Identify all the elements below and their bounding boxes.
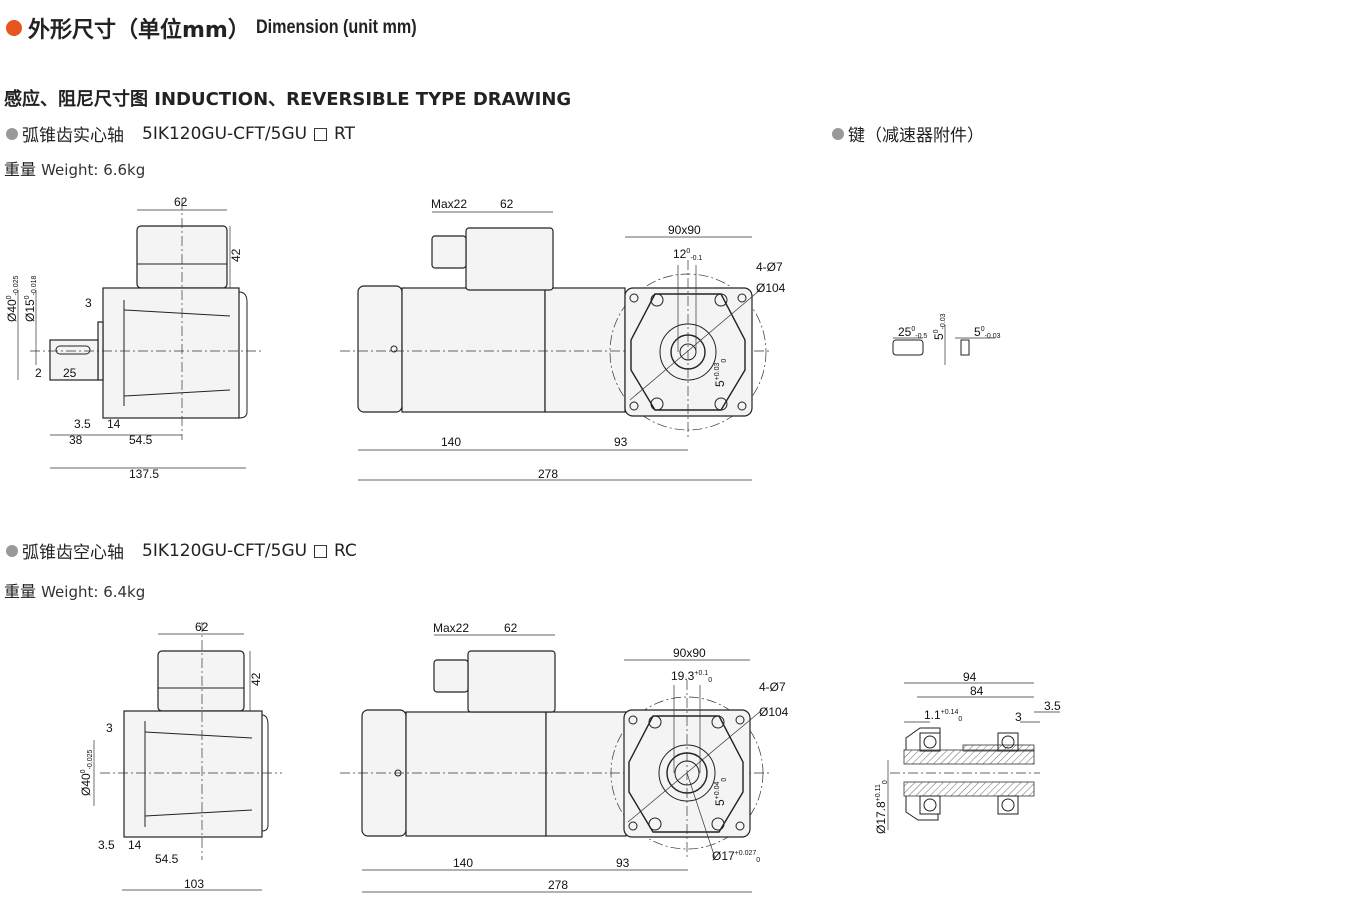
hollow-shaft-model: 5IK120GU-CFT/5GU □ RC: [142, 540, 357, 561]
dim-4-d7: 4-Ø7: [759, 680, 786, 694]
orange-bullet-icon: [6, 20, 22, 36]
dim-d40: Ø400-0.025: [5, 275, 20, 322]
solid-middle-view: Max22 62 140 93 278: [340, 197, 770, 481]
hollow-shaft-name: 弧锥齿空心轴: [22, 543, 124, 563]
dim-25: 25: [63, 366, 77, 380]
dim-max22: Max22: [431, 197, 467, 211]
dim-1-1: 1.1+0.140: [924, 708, 962, 723]
dim-d15: Ø150-0.018: [23, 275, 38, 322]
dim-90x90: 90x90: [668, 223, 701, 237]
title-cn: 外形尺寸（单位mm）: [28, 18, 250, 43]
key-drawing: 250-0.5 50-0.03 50-0.03: [892, 313, 1001, 365]
dim-93: 93: [616, 856, 630, 870]
page-title: 外形尺寸（单位mm） Dimension (unit mm): [6, 12, 445, 44]
gray-bullet-icon: [6, 544, 18, 557]
key-dim-w5: 50-0.03: [974, 325, 1001, 340]
hollow-side-view: 62 42 3 Ø400-0.025 3.5 14 54.5 103: [79, 620, 282, 891]
dim-38: 38: [69, 433, 83, 447]
dim-3-5: 3.5: [74, 417, 91, 431]
solid-front-view: 90x90 120-0.1 4-Ø7 Ø104 5+0.030: [609, 223, 786, 440]
dim-5: 5+0.040: [713, 778, 728, 806]
dim-140: 140: [441, 435, 461, 449]
dim-19-3: 19.3+0.10: [671, 669, 712, 684]
dim-62: 62: [504, 621, 518, 635]
dim-278: 278: [548, 878, 568, 892]
dim-4-d7: 4-Ø7: [756, 260, 783, 274]
hollow-weight: 重量 Weight: 6.4kg: [4, 578, 145, 602]
dim-84: 84: [970, 684, 984, 698]
dim-3: 3: [106, 721, 113, 735]
key-title: 键（减速器附件）: [848, 126, 984, 146]
hollow-shaft-heading: 弧锥齿空心轴 5IK120GU-CFT/5GU □ RC: [6, 538, 357, 563]
dim-3-5: 3.5: [98, 838, 115, 852]
dim-62: 62: [174, 195, 188, 209]
dim-137-5: 137.5: [129, 467, 159, 481]
dim-93: 93: [614, 435, 628, 449]
dim-d104: Ø104: [759, 705, 789, 719]
dim-3-5: 3.5: [1044, 699, 1061, 713]
hollow-front-view: 90x90 19.3+0.10 4-Ø7 Ø104 5+0.040 Ø17+0.…: [610, 646, 789, 864]
dim-54-5: 54.5: [129, 433, 153, 447]
dim-3: 3: [1015, 710, 1022, 724]
dim-54-5: 54.5: [155, 852, 179, 866]
weight-label: 重量: [4, 160, 37, 179]
title-en: Dimension (unit mm): [255, 17, 417, 38]
dim-14: 14: [107, 417, 121, 431]
weight-value: Weight: 6.4kg: [41, 583, 146, 601]
section-title: 感应、阻尼尺寸图 INDUCTION、REVERSIBLE TYPE DRAWI…: [4, 89, 572, 110]
solid-shaft-model: 5IK120GU-CFT/5GU □ RT: [142, 123, 355, 144]
dim-14: 14: [128, 838, 142, 852]
solid-shaft-name: 弧锥齿实心轴: [22, 126, 124, 146]
dim-90x90: 90x90: [673, 646, 706, 660]
gray-bullet-icon: [832, 127, 844, 140]
hollow-middle-view: Max22 62 140 93 278: [340, 621, 770, 893]
solid-weight: 重量 Weight: 6.6kg: [4, 156, 145, 180]
dim-d17: Ø17+0.0270: [712, 849, 760, 864]
dim-5: 5+0.030: [713, 359, 728, 387]
key-dim-25: 250-0.5: [898, 325, 927, 340]
dim-42: 42: [229, 248, 243, 262]
solid-side-view: 62 42 Ø400-0.025 Ø150-0.018 3 2 25 3.5 1…: [5, 195, 262, 481]
weight-value: Weight: 6.6kg: [41, 161, 146, 179]
dim-d40: Ø400-0.025: [79, 749, 94, 796]
dim-42: 42: [249, 672, 263, 686]
dim-278: 278: [538, 467, 558, 481]
dim-3: 3: [85, 296, 92, 310]
dim-2: 2: [35, 366, 42, 380]
solid-shaft-heading: 弧锥齿实心轴 5IK120GU-CFT/5GU □ RT: [6, 121, 355, 146]
weight-label: 重量: [4, 582, 37, 601]
dim-d104: Ø104: [756, 281, 786, 295]
dim-94: 94: [963, 670, 977, 684]
dim-12: 120-0.1: [673, 247, 702, 262]
key-dim-h5: 50-0.03: [932, 313, 947, 340]
dim-62: 62: [500, 197, 514, 211]
dim-d17-8: Ø17.8+0.110: [874, 780, 889, 834]
key-heading: 键（减速器附件）: [832, 121, 984, 146]
dim-103: 103: [184, 877, 204, 891]
dim-max22: Max22: [433, 621, 469, 635]
dim-140: 140: [453, 856, 473, 870]
hollow-shaft-section: 94 84 1.1+0.140 3 3.5 Ø17.8+0.110: [874, 670, 1061, 834]
gray-bullet-icon: [6, 127, 18, 140]
dim-62: 62: [195, 620, 209, 634]
